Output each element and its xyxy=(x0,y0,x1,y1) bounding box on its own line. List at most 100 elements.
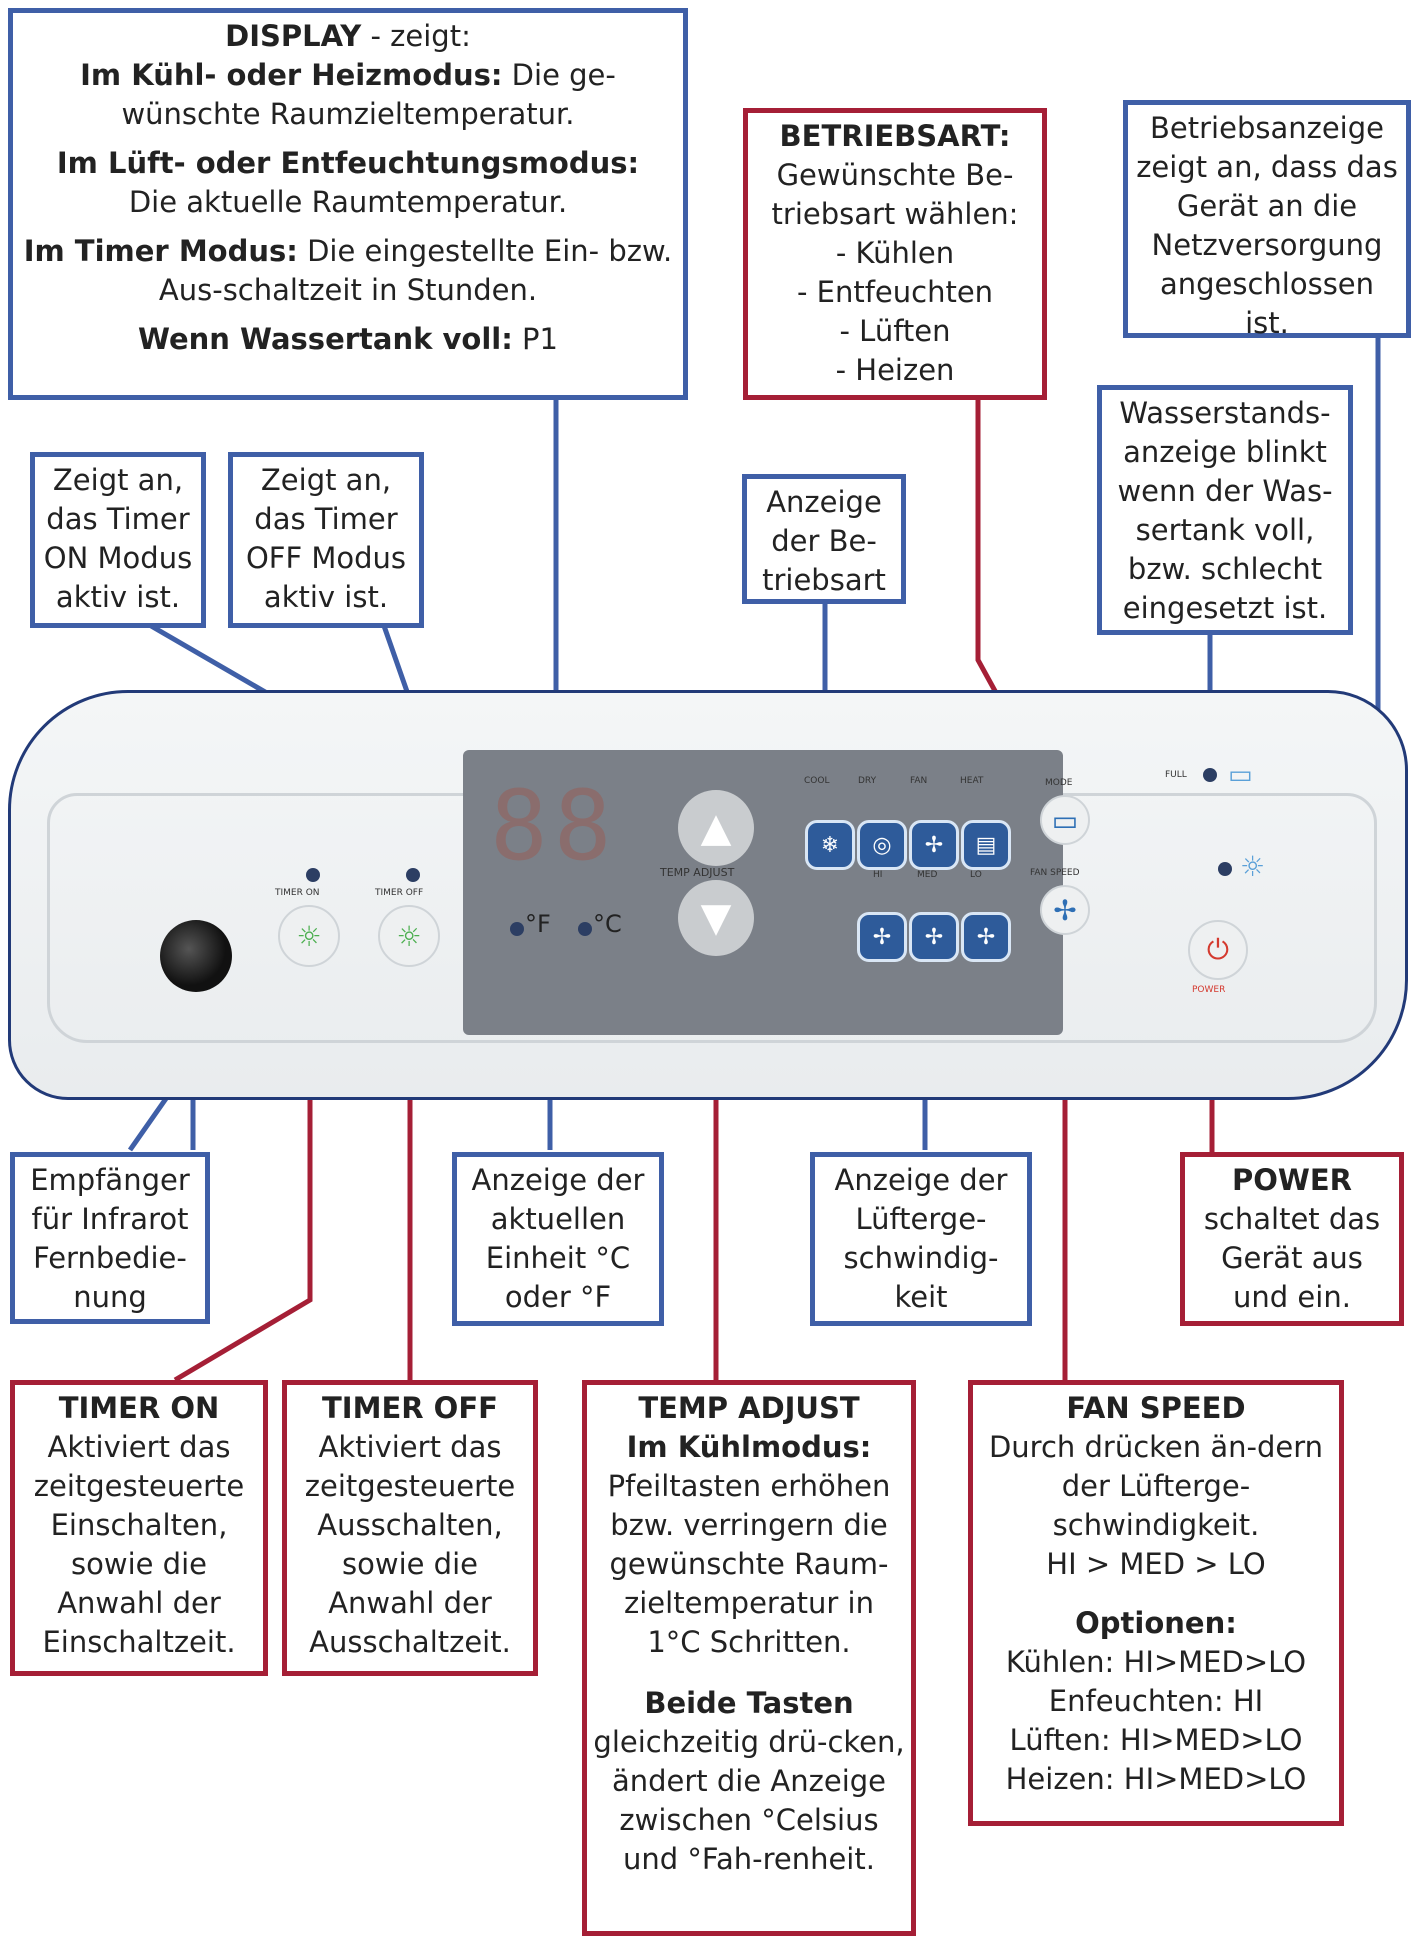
mode-indicator-text: Anzeige der Be-triebsart xyxy=(762,485,886,597)
unit-indicator-callout: Anzeige der aktuellen Einheit °C oder °F xyxy=(452,1152,664,1326)
betriebsanzeige-text: Betriebsanzeige zeigt an, dass das Gerät… xyxy=(1136,111,1398,340)
temp-adjust-text: Pfeiltasten erhöhen bzw. verringern die … xyxy=(607,1469,891,1659)
betriebsart-item: - Entfeuchten xyxy=(796,275,994,309)
bulb-icon: ☼ xyxy=(1240,850,1266,883)
timer-off-button[interactable]: ☼ xyxy=(378,905,440,967)
temp-adjust-callout: TEMP ADJUST Im Kühlmodus: Pfeiltasten er… xyxy=(582,1380,916,1936)
power-button[interactable]: ⏻ xyxy=(1188,920,1248,980)
temp-adjust-title2: Beide Tasten xyxy=(644,1686,854,1720)
timer-on-label: TIMER ON xyxy=(275,888,320,898)
power-text: schaltet das Gerät aus und ein. xyxy=(1203,1202,1381,1314)
mode-indicator-callout: Anzeige der Be-triebsart xyxy=(742,474,906,604)
fahrenheit-label: °F xyxy=(525,910,551,938)
arrow-up-icon: ▲ xyxy=(700,805,732,851)
display-p2-text: Die aktuelle Raumtemperatur. xyxy=(128,185,568,219)
arrow-down-icon: ▼ xyxy=(700,895,732,941)
fan-speed-options-title: Optionen: xyxy=(1075,1606,1237,1640)
mode-led-label-fan: FAN xyxy=(910,776,928,786)
betriebsart-title: BETRIEBSART: xyxy=(779,119,1011,153)
heat-mode-icon: ▤ xyxy=(961,820,1011,870)
infrared-callout: Empfänger für Infrarot Fernbedie-nung xyxy=(10,1152,210,1324)
power-icon: ⏻ xyxy=(1206,933,1230,966)
bulb-icon: ☼ xyxy=(296,919,322,953)
cool-mode-icon: ❄ xyxy=(805,820,855,870)
mode-button-label: MODE xyxy=(1045,778,1073,788)
fan-speed-option: Kühlen: HI>MED>LO xyxy=(1005,1645,1307,1679)
fan-med-icon: ✢ xyxy=(909,912,959,962)
display-title: DISPLAY xyxy=(225,19,362,53)
fan-led-label-hi: HI xyxy=(873,870,883,880)
fan-hi-icon: ✢ xyxy=(857,912,907,962)
timer-on-indicator-text: Zeigt an, das Timer ON Modus aktiv ist. xyxy=(43,463,193,614)
fan-speed-order: HI > MED > LO xyxy=(1046,1547,1266,1581)
betriebsart-item: - Kühlen xyxy=(835,236,955,270)
infrared-text: Empfänger für Infrarot Fernbedie-nung xyxy=(30,1163,190,1314)
timer-off-indicator-callout: Zeigt an, das Timer OFF Modus aktiv ist. xyxy=(228,452,424,628)
bulb-icon: ☼ xyxy=(396,919,422,953)
timer-on-indicator-callout: Zeigt an, das Timer ON Modus aktiv ist. xyxy=(30,452,206,628)
fan-speed-option: Enfeuchten: HI xyxy=(1048,1684,1264,1718)
betriebsanzeige-callout: Betriebsanzeige zeigt an, dass das Gerät… xyxy=(1123,100,1411,340)
fan-led-label-lo: LO xyxy=(970,870,982,880)
fan-mode-icon: ✢ xyxy=(909,820,959,870)
fan-speed-title: FAN SPEED xyxy=(1066,1391,1246,1425)
dry-mode-icon: ◎ xyxy=(857,820,907,870)
display-p3-text: Die eingestellte Ein- bzw. Aus-schaltzei… xyxy=(158,234,673,307)
temp-adjust-subtitle: Im Kühlmodus: xyxy=(626,1430,872,1464)
betriebsart-callout: BETRIEBSART: Gewünschte Be-triebsart wäh… xyxy=(743,108,1047,400)
display-callout: DISPLAY - zeigt: Im Kühl- oder Heizmodus… xyxy=(8,8,688,400)
betriebsart-item: - Heizen xyxy=(835,353,955,387)
temp-adjust-label: TEMP ADJUST xyxy=(660,866,735,879)
celsius-label: °C xyxy=(593,910,622,938)
timer-off-label: TIMER OFF xyxy=(375,888,424,898)
display-p4-bold: Wenn Wassertank voll: xyxy=(138,322,513,356)
display-p1-text: Die ge-wünschte Raumzieltemperatur. xyxy=(121,58,616,131)
fan-indicator-text: Anzeige der Lüfterge-schwindig-keit xyxy=(834,1163,1008,1314)
infrared-receiver xyxy=(160,920,232,992)
water-level-callout: Wasserstands-anzeige blinkt wenn der Was… xyxy=(1097,385,1353,635)
display-title-suffix: - zeigt: xyxy=(361,19,471,53)
display-p3-bold: Im Timer Modus: xyxy=(23,234,298,268)
temp-down-button[interactable]: ▼ xyxy=(678,880,754,956)
timer-on-button[interactable]: ☼ xyxy=(278,905,340,967)
timer-off-indicator-text: Zeigt an, das Timer OFF Modus aktiv ist. xyxy=(245,463,407,614)
timer-off-text: Aktiviert das zeitgesteuerte Ausschalten… xyxy=(304,1430,516,1659)
timer-on-title: TIMER ON xyxy=(58,1391,220,1425)
power-indicator-led xyxy=(1218,862,1232,876)
power-button-label: POWER xyxy=(1192,985,1226,995)
fan-speed-option: Lüften: HI>MED>LO xyxy=(1009,1723,1303,1757)
betriebsart-item: - Lüften xyxy=(839,314,951,348)
power-title: POWER xyxy=(1231,1163,1353,1197)
fan-speed-text: Durch drücken än-dern der Lüfterge-schwi… xyxy=(988,1430,1324,1542)
timer-on-callout: TIMER ON Aktiviert das zeitgesteuerte Ei… xyxy=(10,1380,268,1676)
power-callout: POWER schaltet das Gerät aus und ein. xyxy=(1180,1152,1404,1326)
fan-led-label-med: MED xyxy=(917,870,938,880)
timer-off-callout: TIMER OFF Aktiviert das zeitgesteuerte A… xyxy=(282,1380,538,1676)
mode-led-label-dry: DRY xyxy=(858,776,877,786)
seven-segment-display: 88 xyxy=(490,770,618,882)
fan-speed-button-label: FAN SPEED xyxy=(1030,868,1080,878)
display-p1-bold: Im Kühl- oder Heizmodus: xyxy=(80,58,503,92)
full-label: FULL xyxy=(1165,770,1187,780)
celsius-led xyxy=(578,922,592,936)
mode-led-label-heat: HEAT xyxy=(960,776,984,786)
fan-speed-option: Heizen: HI>MED>LO xyxy=(1005,1762,1307,1796)
fan-speed-callout: FAN SPEED Durch drücken än-dern der Lüft… xyxy=(968,1380,1344,1826)
timer-off-led xyxy=(406,868,420,882)
mode-button[interactable]: ▭ xyxy=(1040,795,1090,845)
temp-up-button[interactable]: ▲ xyxy=(678,790,754,866)
timer-off-title: TIMER OFF xyxy=(322,1391,498,1425)
display-p4-text: P1 xyxy=(512,322,558,356)
water-full-led xyxy=(1203,768,1217,782)
mode-led-label-cool: COOL xyxy=(804,776,830,786)
fan-speed-button[interactable]: ✢ xyxy=(1040,885,1090,935)
timer-on-text: Aktiviert das zeitgesteuerte Einschalten… xyxy=(33,1430,245,1659)
water-tank-icon: ▭ xyxy=(1228,760,1253,790)
mode-icon: ▭ xyxy=(1051,803,1079,837)
temp-adjust-title: TEMP ADJUST xyxy=(638,1391,860,1425)
betriebsart-text: Gewünschte Be-triebsart wählen: xyxy=(771,158,1019,231)
fan-indicator-callout: Anzeige der Lüfterge-schwindig-keit xyxy=(810,1152,1032,1326)
fan-icon: ✢ xyxy=(1053,893,1077,927)
fan-lo-icon: ✢ xyxy=(961,912,1011,962)
temp-adjust-text2: gleichzeitig drü-cken, ändert die Anzeig… xyxy=(593,1725,905,1876)
